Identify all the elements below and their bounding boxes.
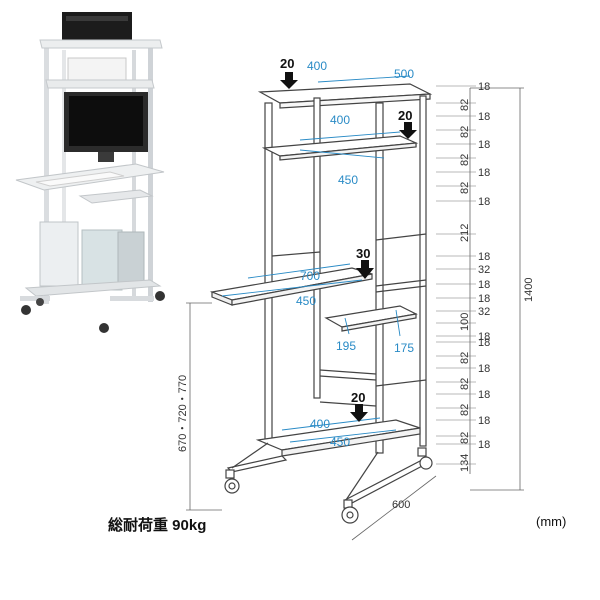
unit-label: (mm) bbox=[536, 514, 567, 529]
front-right-post bbox=[375, 102, 384, 454]
rear-left-post bbox=[313, 97, 321, 399]
right-dimension-label: 82 bbox=[459, 99, 471, 111]
product-photo bbox=[15, 12, 165, 333]
caster bbox=[341, 499, 359, 524]
file-box-image bbox=[81, 229, 123, 291]
caster bbox=[417, 447, 433, 470]
right-dimension-label: 82 bbox=[459, 404, 471, 416]
shelf2-width-label: 450 bbox=[338, 173, 358, 187]
right-dimension-label: 32 bbox=[478, 264, 490, 276]
right-dimension-label: 212 bbox=[459, 224, 471, 242]
right-dimension-label: 32 bbox=[478, 306, 490, 318]
right-dimension-label: 18 bbox=[478, 139, 490, 151]
right-dimension-label: 18 bbox=[478, 337, 490, 349]
load-arrow-icon bbox=[280, 72, 298, 89]
right-dimension-label: 18 bbox=[478, 251, 490, 263]
desk-load-label: 30 bbox=[356, 246, 370, 261]
shelf2-depth-label: 400 bbox=[330, 113, 350, 127]
rear-right-post bbox=[419, 95, 427, 447]
keyboard-image bbox=[35, 171, 125, 187]
right-dimension-label: 82 bbox=[459, 432, 471, 444]
top-depth-label: 400 bbox=[307, 59, 327, 73]
base-depth-label: 600 bbox=[392, 499, 410, 511]
right-dimension-label: 18 bbox=[478, 196, 490, 208]
right-dimension-label: 18 bbox=[478, 389, 490, 401]
right-dimension-label: 18 bbox=[478, 363, 490, 375]
right-dimension-label: 82 bbox=[459, 126, 471, 138]
right-dimension-label: 82 bbox=[459, 352, 471, 364]
right-dimension-label: 82 bbox=[459, 182, 471, 194]
file-box-image bbox=[39, 221, 79, 287]
shelf2-load-label: 20 bbox=[398, 108, 412, 123]
total-height-label: 1400 bbox=[523, 278, 535, 302]
total-load-capacity: 総耐荷重 90kg bbox=[108, 517, 207, 534]
right-dimension-label: 18 bbox=[478, 111, 490, 123]
right-dimension-label: 82 bbox=[459, 378, 471, 390]
right-dimension-label: 18 bbox=[478, 167, 490, 179]
load-arrow-icon bbox=[350, 404, 368, 422]
front-left-post bbox=[264, 102, 273, 444]
right-dimension-label: 18 bbox=[478, 439, 490, 451]
right-dimension-label: 18 bbox=[478, 415, 490, 427]
desk-depth-label: 700 bbox=[300, 269, 320, 283]
paper-box-image bbox=[67, 57, 127, 81]
caster bbox=[224, 469, 240, 494]
slide-depth-label: 195 bbox=[336, 339, 356, 353]
right-dimension-label: 82 bbox=[459, 154, 471, 166]
top-width-label: 500 bbox=[394, 67, 414, 81]
base-depth-line bbox=[351, 475, 437, 541]
slide-width-label: 175 bbox=[394, 341, 414, 355]
desk-height-label: 670・720・770 bbox=[177, 375, 189, 452]
rack-line-drawing bbox=[209, 83, 433, 524]
right-dimension-label: 18 bbox=[478, 81, 490, 93]
desk-width-label: 450 bbox=[296, 294, 316, 308]
bottom-load-label: 20 bbox=[351, 390, 365, 405]
right-dimension-stack: 1882188218821882182121832181832100181882… bbox=[436, 81, 490, 472]
load-arrow-icon bbox=[399, 122, 417, 139]
top-load-label: 20 bbox=[280, 56, 294, 71]
bottom-depth-label: 400 bbox=[310, 417, 330, 431]
right-dimension-label: 100 bbox=[459, 313, 471, 331]
right-dimension-label: 18 bbox=[478, 279, 490, 291]
right-dimension-label: 18 bbox=[478, 293, 490, 305]
right-dimension-label: 134 bbox=[459, 454, 471, 472]
load-arrow-icon bbox=[356, 260, 374, 279]
right-dimension-label: 18 bbox=[478, 331, 490, 343]
bottom-width-label: 450 bbox=[330, 435, 350, 449]
